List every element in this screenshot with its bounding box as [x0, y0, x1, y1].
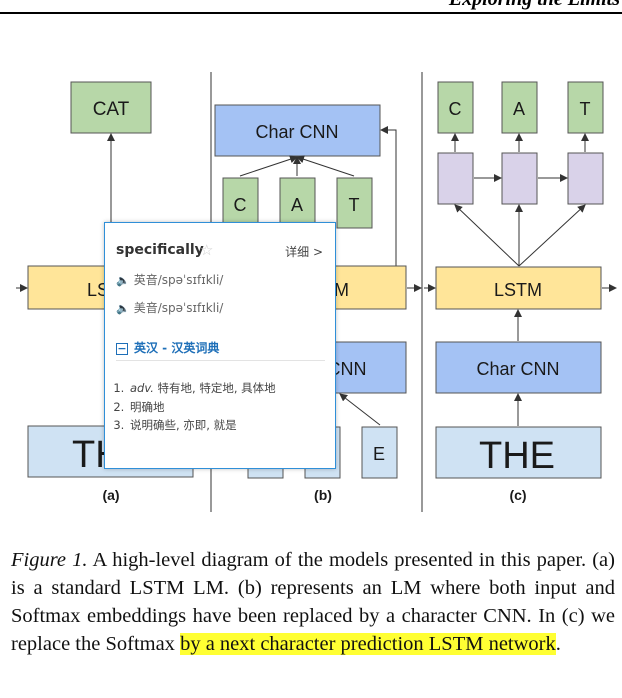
pronunciation-us-text: 美音/spəˈsɪfɪkli/: [133, 301, 224, 315]
definition-text: 说明确些, 亦即, 就是: [130, 418, 237, 432]
char-cnn-label: Char CNN: [476, 359, 559, 379]
input-box: [435, 426, 602, 479]
definition-list: adv. 特有地, 特定地, 具体地 明确地 说明确些, 亦即, 就是: [116, 379, 276, 435]
popup-divider: [116, 360, 325, 361]
char-cnn-top-box: [214, 104, 381, 157]
char-cnn-box: [435, 341, 602, 394]
definition-item: 明确地: [128, 398, 276, 417]
output-char-box: [437, 81, 474, 134]
char-label-top: C: [234, 195, 247, 215]
char-box-top: [336, 177, 373, 229]
page-header-title: Exploring the Limits: [449, 0, 620, 11]
output-char-label: C: [449, 99, 462, 119]
char-cnn-top-label: Char CNN: [255, 122, 338, 142]
highlighted-text[interactable]: by a next character prediction LSTM netw…: [180, 633, 556, 655]
caption-end: .: [555, 633, 561, 655]
speaker-icon[interactable]: 🔈: [116, 274, 130, 287]
definition-item: adv. 特有地, 特定地, 具体地: [128, 379, 276, 398]
char-lstm-cell: [567, 152, 604, 205]
star-icon[interactable]: ☆: [200, 241, 214, 259]
char-label-top: A: [291, 195, 303, 215]
speaker-icon[interactable]: 🔈: [116, 302, 130, 315]
char-label-bottom: E: [373, 444, 385, 464]
definition-item: 说明确些, 亦即, 就是: [128, 416, 276, 435]
pronunciation-uk[interactable]: 🔈英音/spəˈsɪfɪkli/: [116, 271, 223, 288]
panel-label: (c): [509, 487, 526, 503]
char-box-top: [222, 177, 259, 229]
panel-label: (a): [102, 487, 119, 503]
figure-label: Figure 1.: [11, 549, 88, 571]
caption-text: A high-level diagram of the models prese…: [11, 549, 615, 655]
lstm-box: [435, 266, 602, 310]
output-char-box: [501, 81, 538, 134]
figure-caption: Figure 1. A high-level diagram of the mo…: [11, 546, 615, 658]
char-box-bottom: [361, 426, 398, 479]
detail-link[interactable]: 详细 >: [285, 245, 323, 259]
char-lstm-cell: [501, 152, 538, 205]
lstm-label: LSTM: [494, 280, 542, 300]
part-of-speech: adv.: [130, 381, 154, 395]
output-box: [70, 81, 152, 134]
collapse-toggle-icon[interactable]: −: [116, 341, 128, 355]
dictionary-section-title: 英汉 - 汉英词典: [134, 341, 220, 355]
output-label: CAT: [93, 99, 130, 120]
pronunciation-us[interactable]: 🔈美音/spəˈsɪfɪkli/: [116, 299, 223, 316]
panel-label: (b): [314, 487, 332, 503]
dictionary-popup[interactable]: specifically ☆ 详细 > 🔈英音/spəˈsɪfɪkli/ 🔈美音…: [104, 222, 336, 469]
output-char-label: A: [513, 99, 525, 119]
char-lstm-cell: [437, 152, 474, 205]
lookup-word: specifically: [116, 242, 204, 258]
input-label: THE: [479, 435, 555, 477]
char-box-top: [279, 177, 316, 229]
dictionary-section-header[interactable]: −英汉 - 汉英词典: [116, 339, 219, 356]
char-label-top: T: [349, 195, 360, 215]
output-char-label: T: [580, 99, 591, 119]
header-rule: [0, 12, 622, 14]
pronunciation-uk-text: 英音/spəˈsɪfɪkli/: [133, 273, 224, 287]
definition-text: 明确地: [130, 399, 165, 414]
panel-c: C A T LSTM Char CNN THE (c): [424, 81, 617, 503]
definition-text: 特有地, 特定地, 具体地: [153, 381, 276, 395]
